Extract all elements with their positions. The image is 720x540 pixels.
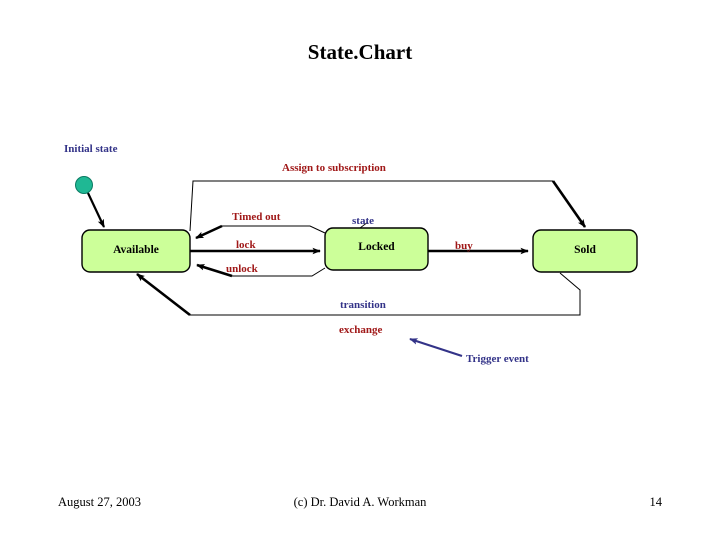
transition-arrow-initial [87,192,105,228]
transition-label-assign-to-subscription: Assign to subscription [282,162,386,174]
transition-label-timed-out: Timed out [232,211,281,223]
transition-line-exchange [190,272,581,316]
annotation-label-trigger-event: Trigger event [466,353,529,365]
state-node-available[interactable] [81,229,191,273]
footer-date: August 27, 2003 [58,495,141,509]
state-node-sold[interactable] [532,229,638,273]
annotation-label-initial-state: Initial state [64,143,118,155]
transition-label-exchange: exchange [339,324,383,336]
transition-line-unlock [232,267,326,277]
callout-line-state [359,221,369,229]
footer-page-number: 14 [649,495,663,509]
transition-line-timedout [222,225,326,234]
annotation-label-transition: transition [340,299,386,311]
transition-arrow-unlock [196,263,233,278]
transition-label-lock: lock [236,239,256,251]
annotation-label-state: state [352,215,374,227]
page-title: State.Chart [307,40,413,64]
state-label-available: Available [113,244,159,256]
transition-arrow-exchange [136,272,191,317]
footer-copyright: (c) Dr. David A. Workman [293,495,427,509]
transition-line-assign [189,180,553,232]
state-label-sold: Sold [574,244,596,256]
transition-label-unlock: unlock [226,263,258,275]
transition-arrow-assign [551,180,587,228]
transition-label-buy: buy [455,240,473,252]
state-label-locked: Locked [358,241,395,253]
transition-arrow-timedout [195,224,223,240]
state-node-locked[interactable] [324,227,429,271]
callout-arrow-trigger-event [409,337,463,358]
initial-state-marker [75,176,93,194]
